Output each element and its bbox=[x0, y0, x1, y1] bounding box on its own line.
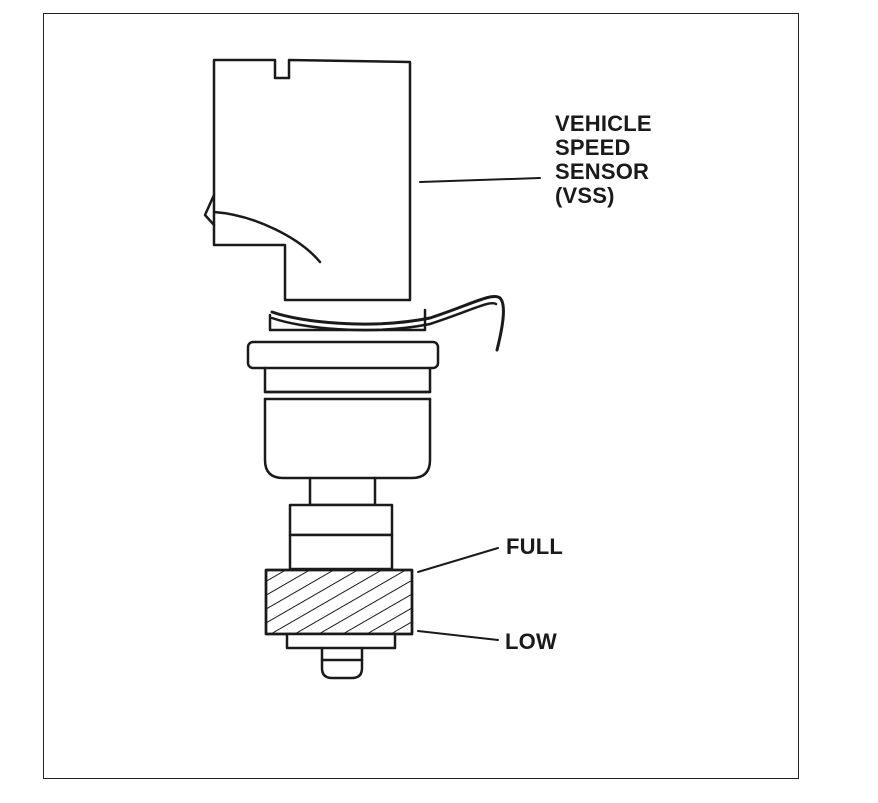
driven-gear bbox=[264, 568, 414, 636]
housing-upper bbox=[263, 366, 432, 394]
vss-label-line-1: VEHICLE bbox=[555, 111, 652, 136]
vss-label-line-3: SENSOR bbox=[555, 159, 650, 184]
sensor-side-flange bbox=[203, 193, 216, 227]
full-callout: FULL bbox=[506, 534, 564, 559]
vss-leader-line bbox=[419, 177, 541, 183]
low-callout: LOW bbox=[505, 629, 557, 654]
housing bbox=[263, 397, 432, 480]
gear-washer bbox=[285, 632, 397, 650]
diagram-frame bbox=[43, 13, 799, 779]
sensor-groove bbox=[212, 210, 322, 264]
gear-hub-middle bbox=[288, 533, 394, 571]
sensor-collar bbox=[268, 308, 427, 332]
retaining-clip bbox=[270, 295, 505, 352]
vss-label-line-4: (VSS) bbox=[555, 183, 615, 208]
full-leader-line bbox=[417, 547, 499, 573]
shaft-tip bbox=[320, 646, 364, 680]
gear-hub-upper bbox=[288, 503, 394, 537]
vss-callout: VEHICLE SPEED SENSOR (VSS) bbox=[555, 112, 652, 208]
vss-label-line-2: SPEED bbox=[555, 135, 631, 160]
shaft-neck bbox=[308, 476, 377, 507]
low-leader-line bbox=[417, 630, 499, 641]
mounting-flange bbox=[246, 340, 440, 370]
sensor-body bbox=[212, 58, 412, 302]
